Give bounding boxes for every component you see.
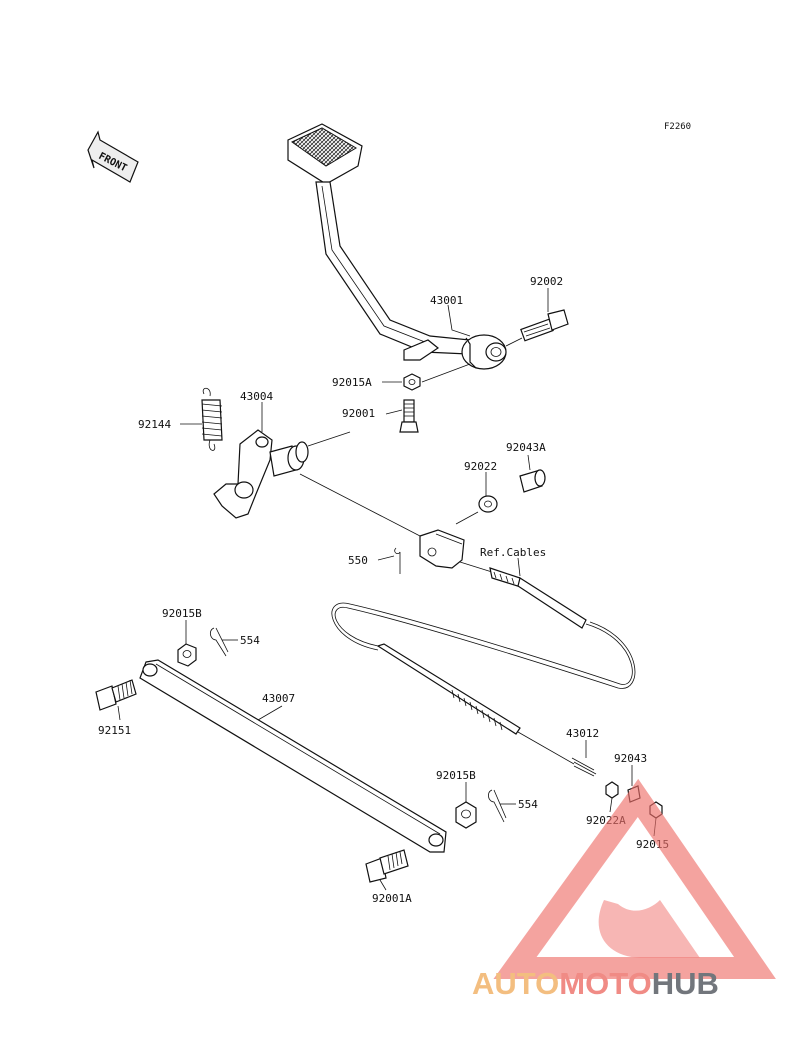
- label-554-top: 554: [240, 634, 260, 647]
- automotohub-watermark: AUTOMOTOHUB: [472, 778, 776, 1001]
- label-92043: 92043: [614, 752, 647, 765]
- label-92015B-bottom: 92015B: [436, 769, 476, 782]
- pin-92043A: [519, 469, 546, 493]
- watermark-hub: HUB: [652, 966, 719, 1001]
- label-43001: 43001: [430, 294, 463, 307]
- nut-92015A: [403, 363, 471, 391]
- watermark-text: AUTOMOTOHUB: [472, 966, 719, 1001]
- nut-92015B-top: [177, 643, 197, 667]
- label-92043A: 92043A: [506, 441, 546, 454]
- washer-92022: [455, 495, 498, 525]
- leader-lines: [117, 288, 657, 891]
- watermark-moto: MOTO: [559, 966, 651, 1001]
- brake-cable: [331, 561, 636, 765]
- spring-43012: [571, 757, 597, 777]
- brake-pedal: [287, 123, 507, 370]
- part-labels: 43001 92002 92015A 92001 43004 92144 920…: [98, 275, 669, 905]
- nut-92015B-bottom: [455, 801, 477, 829]
- label-43007: 43007: [262, 692, 295, 705]
- cotter-554-bottom: [488, 789, 507, 823]
- label-92002: 92002: [530, 275, 563, 288]
- watermark-triangle-icon: [493, 778, 776, 979]
- front-arrow-icon: FRONT: [87, 130, 139, 183]
- bolt-92001A: [365, 849, 409, 883]
- label-92151: 92151: [98, 724, 131, 737]
- lever-43004: [213, 429, 351, 519]
- cable-clevis: [299, 473, 465, 569]
- label-92015B-top: 92015B: [162, 607, 202, 620]
- figure-code: F2260: [664, 122, 691, 132]
- label-92001A: 92001A: [372, 892, 412, 905]
- nut-92022A: [605, 781, 619, 799]
- label-ref-cables: Ref.Cables: [480, 546, 546, 559]
- bolt-92002: [505, 309, 569, 347]
- spring-92144: [201, 387, 223, 451]
- label-92144: 92144: [138, 418, 171, 431]
- bolt-92151: [95, 679, 137, 711]
- cotter-554-top: [210, 627, 229, 657]
- bolt-92001: [399, 399, 419, 433]
- label-43012: 43012: [566, 727, 599, 740]
- label-92015A: 92015A: [332, 376, 372, 389]
- cotter-pin-550: [394, 547, 401, 574]
- watermark-auto: AUTO: [472, 966, 559, 1001]
- label-92022: 92022: [464, 460, 497, 473]
- label-554-bottom: 554: [518, 798, 538, 811]
- label-43004: 43004: [240, 390, 273, 403]
- label-550: 550: [348, 554, 368, 567]
- label-92001: 92001: [342, 407, 375, 420]
- rod-43007: [139, 659, 447, 853]
